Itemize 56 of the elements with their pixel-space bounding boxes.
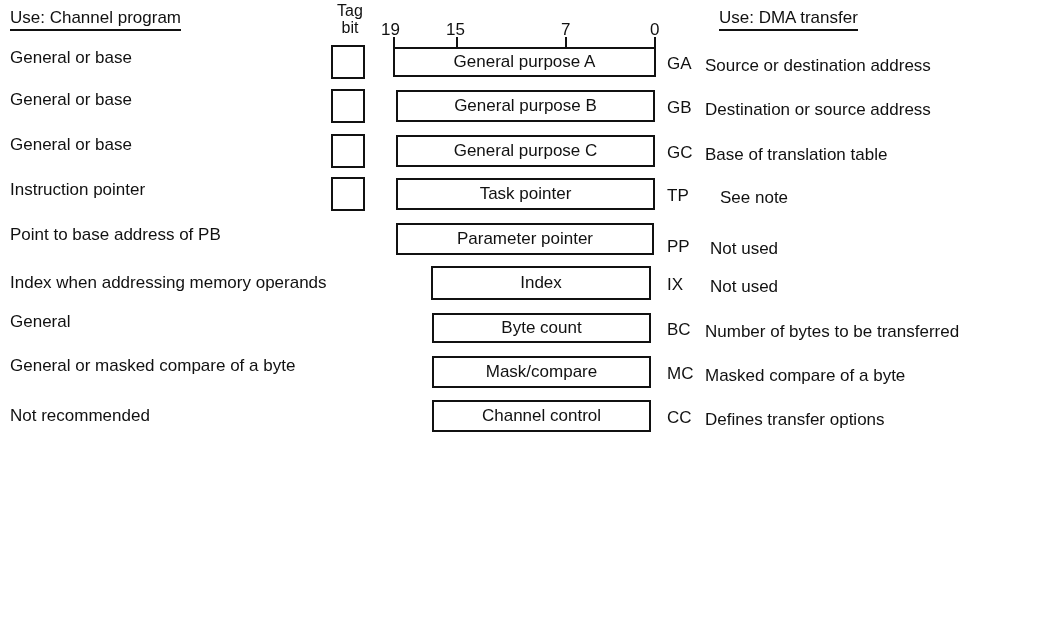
usage-text: General <box>10 312 71 332</box>
register-box <box>396 223 654 255</box>
register-box <box>393 47 656 77</box>
tag-bit-box <box>331 89 365 123</box>
usage-text: Index when addressing memory operands <box>10 273 327 293</box>
register-box <box>396 135 655 167</box>
register-abbreviation: GB <box>667 98 692 118</box>
column-heading: Tag bit <box>336 2 364 36</box>
usage-text: Not used <box>710 277 779 297</box>
register-name: Task pointer <box>479 184 572 204</box>
register-abbreviation: IX <box>667 275 684 295</box>
register-box <box>396 90 655 122</box>
register-name: Index <box>520 273 562 293</box>
register-name: General purpose A <box>453 52 596 72</box>
register-box <box>432 400 651 432</box>
register-abbreviation: BC <box>667 320 691 340</box>
tag-bit-box <box>331 134 365 168</box>
usage-text: Base of translation table <box>705 145 888 165</box>
bit-number: 19 <box>381 20 400 40</box>
register-box <box>432 313 651 343</box>
register-box <box>431 266 651 300</box>
register-name: General purpose B <box>454 96 597 116</box>
register-abbreviation: TP <box>667 186 689 206</box>
register-abbreviation: MC <box>667 364 694 384</box>
usage-text: General or base <box>10 48 132 68</box>
usage-text: Point to base address of PB <box>10 225 221 245</box>
usage-text: Source or destination address <box>705 56 931 76</box>
register-name: Parameter pointer <box>456 229 594 249</box>
register-name: General purpose C <box>453 141 598 161</box>
register-name: Mask/compare <box>485 362 598 382</box>
usage-text: Not used <box>710 239 779 259</box>
bit-number: 0 <box>650 20 660 40</box>
usage-text: Instruction pointer <box>10 180 146 200</box>
usage-text: Number of bytes to be transferred <box>705 322 960 342</box>
usage-text: General or base <box>10 135 132 155</box>
usage-text: Masked compare of a byte <box>705 366 906 386</box>
register-abbreviation: GA <box>667 54 692 74</box>
usage-text: Destination or source address <box>705 100 931 120</box>
tag-bit-box <box>331 177 365 211</box>
usage-text: General or base <box>10 90 132 110</box>
register-abbreviation: CC <box>667 408 692 428</box>
usage-text: Defines transfer options <box>705 410 885 430</box>
tag-bit-box <box>331 45 365 79</box>
register-abbreviation: PP <box>667 237 690 257</box>
register-abbreviation: GC <box>667 143 693 163</box>
usage-text: Not recommended <box>10 406 150 426</box>
column-heading: Use: Channel program <box>10 8 182 31</box>
usage-text: General or masked compare of a byte <box>10 356 296 376</box>
register-name: Byte count <box>501 318 582 338</box>
bit-number: 7 <box>561 20 571 40</box>
usage-text: See note <box>720 188 789 208</box>
register-box <box>432 356 651 388</box>
register-name: Channel control <box>481 406 602 426</box>
column-heading: Use: DMA transfer <box>719 8 858 31</box>
bit-number: 15 <box>446 20 465 40</box>
register-box <box>396 178 655 210</box>
